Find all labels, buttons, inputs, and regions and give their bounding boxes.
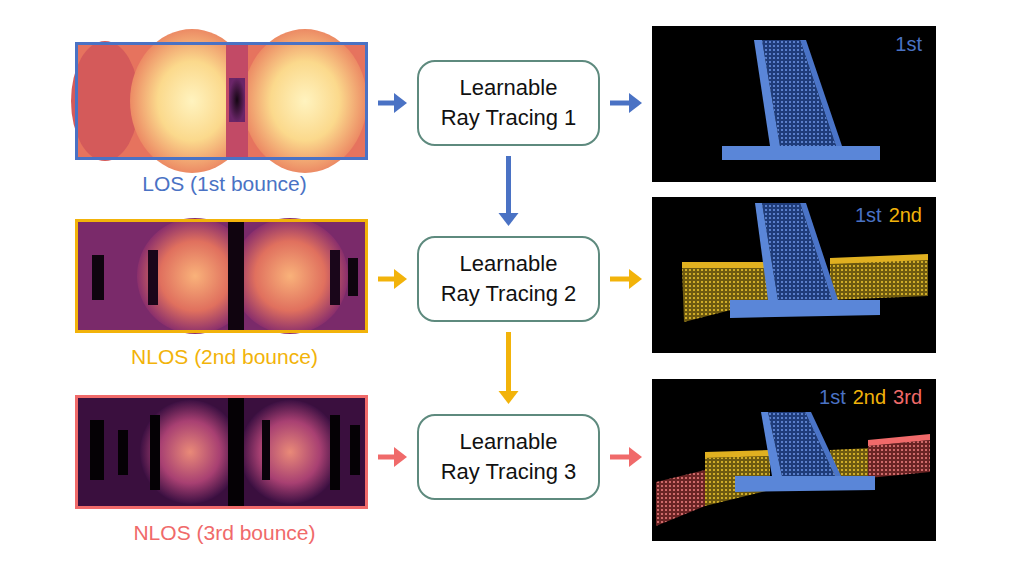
arrow-shaft	[378, 455, 395, 460]
arrow-head	[629, 447, 642, 467]
arrow-head	[394, 93, 407, 113]
arrow-shaft	[506, 156, 511, 214]
arrow-shaft	[610, 455, 630, 460]
panel-caption: NLOS (2nd bounce)	[58, 345, 391, 369]
arrow-shaft	[378, 277, 395, 282]
panel-caption: NLOS (3rd bounce)	[58, 521, 391, 545]
render-panel: 1st 2nd 3rd	[652, 379, 936, 541]
flow-arrow	[378, 447, 407, 467]
arrow-head	[394, 447, 407, 467]
bounce-label: 2nd	[889, 204, 922, 227]
arrow-head	[499, 391, 519, 404]
flow-arrow	[499, 156, 519, 226]
flow-arrow	[610, 269, 642, 289]
arrow-shaft	[506, 332, 511, 392]
render-panel: 1st 2nd	[652, 197, 936, 353]
panel-caption: LOS (1st bounce)	[58, 172, 391, 196]
flow-arrow	[378, 93, 407, 113]
render-panel: 1st	[652, 26, 936, 182]
flow-arrow	[610, 93, 642, 113]
bounce-label: 1st	[819, 386, 846, 409]
bounce-label: 1st	[895, 33, 922, 56]
arrow-shaft	[610, 101, 630, 106]
bounce-label: 1st	[855, 204, 882, 227]
bounce-label: 2nd	[853, 386, 886, 409]
box-label: Learnable Ray Tracing 3	[439, 427, 579, 487]
arrow-head	[499, 213, 519, 226]
image-panel: LOS (1st bounce)	[75, 42, 368, 160]
bounce-label: 3rd	[893, 386, 922, 409]
arrow-head	[629, 93, 642, 113]
image-panel: NLOS (2nd bounce)	[75, 219, 368, 333]
flow-arrow	[378, 269, 407, 289]
arrow-shaft	[378, 101, 395, 106]
box-label: Learnable Ray Tracing 2	[439, 249, 579, 309]
process-box: Learnable Ray Tracing 2	[417, 236, 600, 322]
arrow-head	[394, 269, 407, 289]
flow-arrow	[499, 332, 519, 404]
arrow-head	[629, 269, 642, 289]
process-box: Learnable Ray Tracing 3	[417, 414, 600, 500]
image-panel: NLOS (3rd bounce)	[75, 395, 368, 509]
arrow-shaft	[610, 277, 630, 282]
box-label: Learnable Ray Tracing 1	[439, 73, 579, 133]
process-box: Learnable Ray Tracing 1	[417, 60, 600, 146]
flow-arrow	[610, 447, 642, 467]
